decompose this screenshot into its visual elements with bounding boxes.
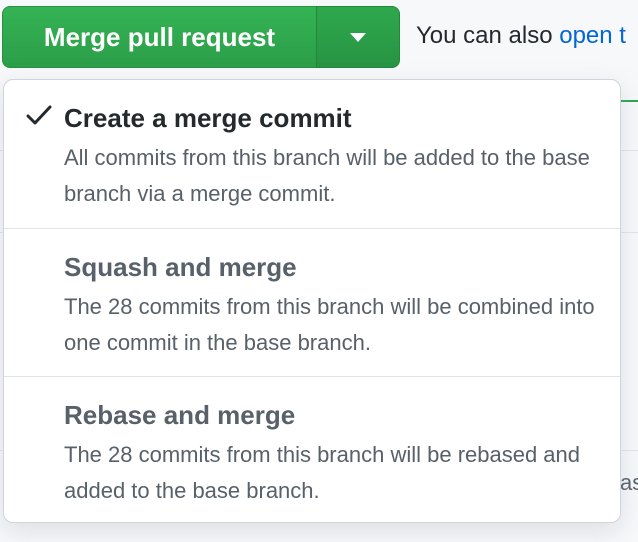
menu-item-description: The 28 commits from this branch will be … [64, 442, 581, 503]
menu-item-description: The 28 commits from this branch will be … [64, 294, 595, 355]
merge-pull-request-button[interactable]: Merge pull request [2, 6, 316, 68]
merge-method-dropdown-button[interactable] [316, 6, 400, 68]
menu-item-title: Create a merge commit [64, 103, 352, 133]
merge-method-menu: Create a merge commit All commits from t… [3, 79, 621, 523]
caret-down-icon [350, 32, 366, 42]
alternative-text-prefix: You can also [416, 22, 560, 49]
background-text-fragment: as [620, 470, 638, 495]
merge-button-group: Merge pull request [2, 6, 400, 68]
open-in-link[interactable]: open t [559, 22, 626, 49]
alternative-text: You can also open t [416, 22, 626, 50]
menu-item-squash-and-merge[interactable]: Squash and merge The 28 commits from thi… [4, 228, 620, 376]
menu-item-title: Squash and merge [64, 252, 297, 282]
check-icon [26, 105, 52, 125]
menu-item-rebase-and-merge[interactable]: Rebase and merge The 28 commits from thi… [4, 376, 620, 522]
menu-item-title: Rebase and merge [64, 400, 296, 430]
menu-item-description: All commits from this branch will be add… [64, 145, 590, 206]
menu-item-create-merge-commit[interactable]: Create a merge commit All commits from t… [4, 80, 620, 228]
